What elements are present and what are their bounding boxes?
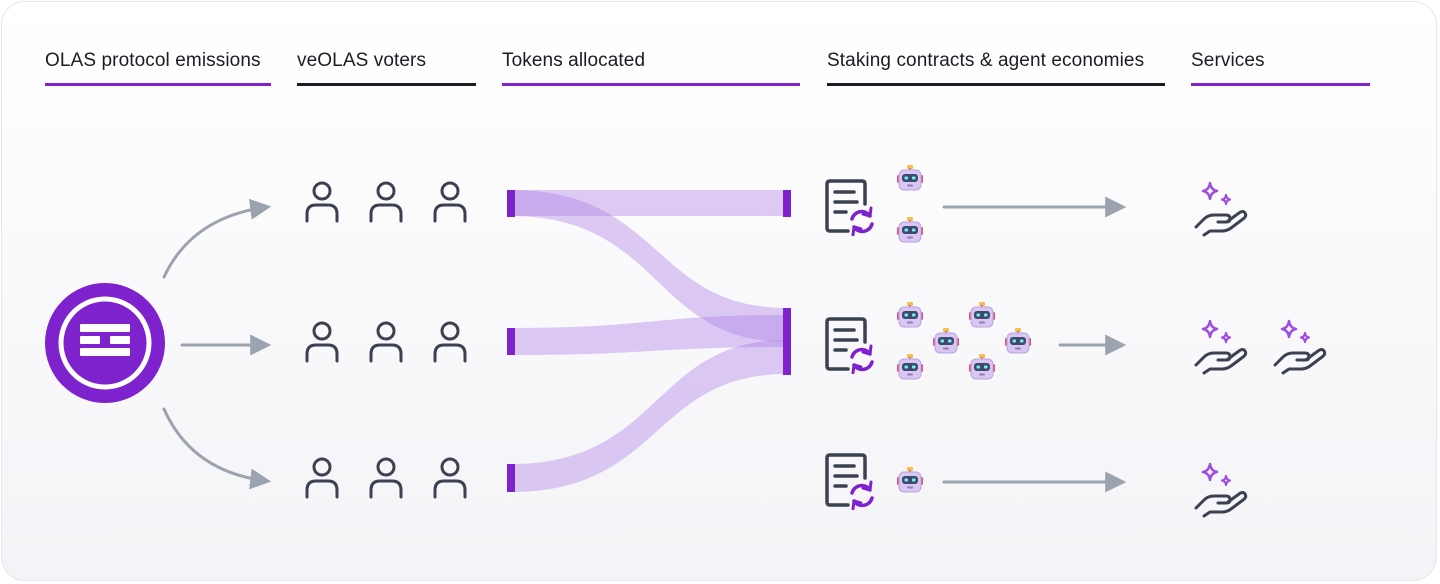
contract-icon <box>825 179 874 236</box>
voter-group <box>305 321 467 363</box>
header-staking-contracts: Staking contracts & agent economies <box>827 50 1165 86</box>
source-cap-bottom <box>507 464 515 492</box>
voter-group <box>305 457 467 499</box>
hand-sparkle-icon <box>1194 181 1248 237</box>
header-tokens-allocated: Tokens allocated <box>502 50 800 86</box>
header-underline <box>45 83 271 86</box>
voter-group <box>305 181 467 223</box>
header-label: Tokens allocated <box>502 50 646 71</box>
header-underline <box>827 83 1165 86</box>
emission-arrow-top <box>162 198 272 279</box>
person-icon <box>369 181 403 223</box>
agent-group <box>896 466 924 493</box>
robot-icon <box>896 353 924 380</box>
flow-middle-to-middle <box>511 315 787 355</box>
robot-icon <box>896 301 924 328</box>
person-icon <box>369 457 403 499</box>
person-icon <box>433 321 467 363</box>
person-icon <box>305 321 339 363</box>
header-label: Services <box>1191 50 1265 71</box>
robot-icon <box>968 301 996 328</box>
agent-group <box>896 301 1032 380</box>
header-label: veOLAS voters <box>297 50 427 71</box>
person-icon <box>305 181 339 223</box>
robot-icon <box>896 466 924 493</box>
person-icon <box>369 321 403 363</box>
source-cap-top <box>507 190 515 217</box>
emission-arrow-bottom <box>162 407 272 490</box>
olas-logo-icon <box>45 283 165 403</box>
flow-bottom-to-middle <box>511 340 787 492</box>
robot-icon <box>1004 327 1032 354</box>
robot-icon <box>932 327 960 354</box>
hand-sparkle-icon <box>1194 462 1248 518</box>
robot-icon <box>968 353 996 380</box>
header-underline <box>502 83 800 86</box>
contract-icon <box>825 317 874 374</box>
target-cap-middle <box>783 308 791 375</box>
contract-icon <box>825 453 874 510</box>
person-icon <box>433 457 467 499</box>
target-cap-top <box>783 190 791 217</box>
hand-sparkle-icon <box>1194 319 1248 375</box>
header-underline <box>1191 83 1370 86</box>
agent-group <box>896 164 924 243</box>
header-label: OLAS protocol emissions <box>45 50 261 71</box>
service-group <box>1194 462 1248 518</box>
header-veolas-voters: veOLAS voters <box>297 50 476 86</box>
robot-icon <box>896 164 924 191</box>
service-group <box>1194 319 1327 375</box>
person-icon <box>305 457 339 499</box>
header-olas-emissions: OLAS protocol emissions <box>45 50 271 86</box>
hand-sparkle-icon <box>1273 319 1327 375</box>
header-underline <box>297 83 476 86</box>
person-icon <box>433 181 467 223</box>
token-flows <box>511 190 787 492</box>
flow-endcaps <box>507 190 791 492</box>
header-label: Staking contracts & agent economies <box>827 50 1145 71</box>
source-cap-middle <box>507 328 515 355</box>
flow-top-to-middle <box>511 190 787 342</box>
flow-top-to-top <box>511 190 787 216</box>
header-services: Services <box>1191 50 1370 86</box>
service-group <box>1194 181 1248 237</box>
robot-icon <box>896 216 924 243</box>
